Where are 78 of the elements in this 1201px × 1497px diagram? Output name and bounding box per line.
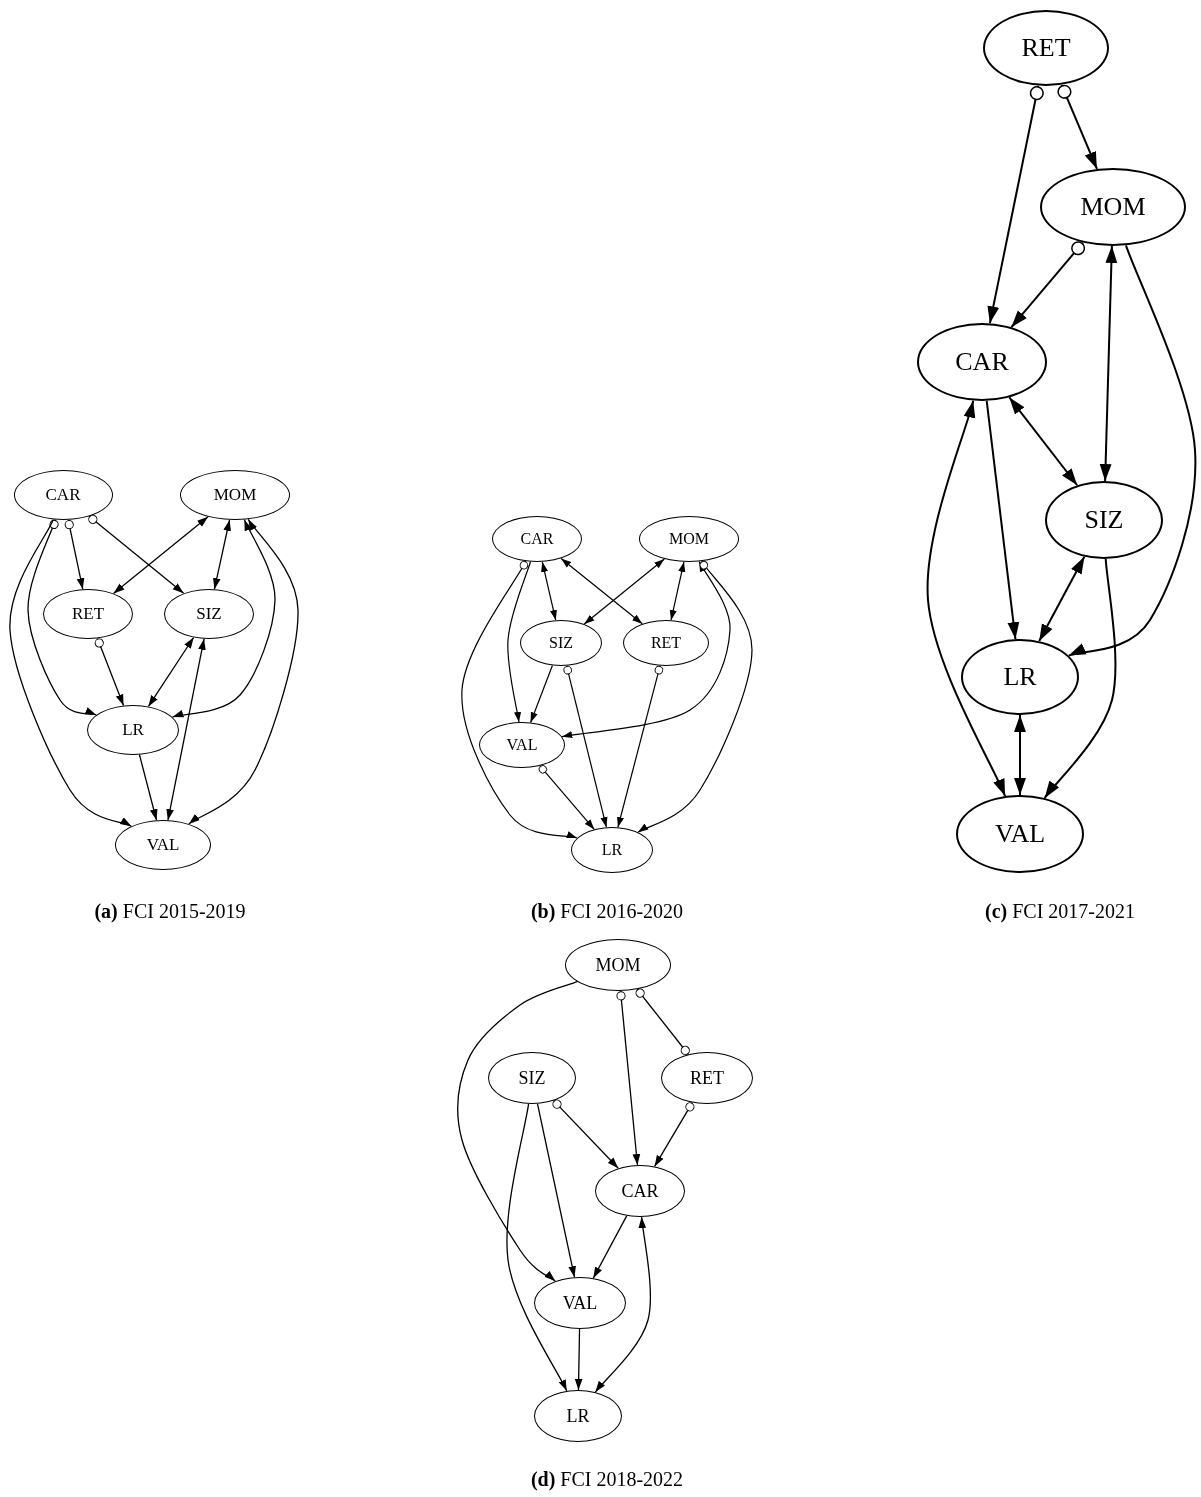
node-label: CAR (621, 1180, 659, 1202)
node-ellipse (1045, 481, 1163, 559)
arrow (592, 1215, 628, 1279)
node-label: MOM (1080, 192, 1146, 222)
arrow (88, 514, 185, 594)
arrow (507, 561, 532, 723)
arrow (617, 665, 664, 828)
node-label: RET (650, 634, 682, 652)
arrow (456, 981, 578, 1282)
node-label: LR (122, 720, 144, 740)
arrow (138, 754, 158, 821)
arrow (166, 638, 206, 821)
arrow (64, 519, 85, 590)
arrow (926, 399, 1007, 798)
arrow (1067, 244, 1197, 657)
subfigure-caption: (b) FCI 2016-2020 (530, 900, 684, 923)
node-ellipse (983, 10, 1109, 86)
node-label: LR (1003, 662, 1037, 692)
arrow (594, 1216, 652, 1393)
node-label: SIZ (1084, 505, 1124, 535)
node-label: SIZ (518, 1067, 546, 1089)
node-label: MOM (669, 530, 709, 548)
node-label: CAR (955, 347, 1009, 377)
node-label: VAL (994, 819, 1046, 849)
arrow (1038, 555, 1086, 643)
arrow (637, 560, 753, 833)
node-label: MOM (213, 485, 257, 505)
arrow (213, 519, 231, 590)
node-ellipse (1040, 168, 1186, 246)
node-label: CAR (520, 530, 554, 548)
subfigure-caption: (d) FCI 2018-2022 (530, 1468, 684, 1491)
arrow (653, 1102, 695, 1168)
arrow (188, 518, 299, 825)
arrow (563, 665, 608, 828)
arrow (669, 561, 686, 621)
node-label: VAL (562, 1292, 598, 1314)
subfigure-caption: (c) FCI 2017-2021 (985, 900, 1135, 923)
arrow (9, 518, 132, 827)
node-ellipse (917, 323, 1047, 401)
node-label: SIZ (549, 634, 573, 652)
arrow (987, 84, 1044, 325)
node-label: LR (601, 841, 623, 859)
node-ellipse (961, 639, 1079, 715)
arrow (1057, 83, 1098, 170)
arrow (985, 399, 1020, 641)
node-label: RET (690, 1067, 724, 1089)
arrow (147, 636, 195, 708)
node-label: LR (566, 1405, 590, 1427)
arrow (552, 1099, 619, 1169)
arrow (1008, 396, 1079, 487)
subfigure-caption: (a) FCI 2015-2019 (94, 900, 246, 923)
arrow (1010, 241, 1086, 329)
arrow (506, 1103, 568, 1392)
node-label: VAL (146, 835, 180, 855)
arrow (94, 637, 125, 707)
arrow (1043, 558, 1117, 799)
arrow (541, 561, 557, 621)
arrow (27, 519, 97, 716)
arrow (538, 765, 595, 830)
arrow (583, 558, 665, 625)
arrow (112, 516, 209, 595)
arrow (561, 560, 731, 739)
node-label: RET (1021, 33, 1071, 63)
arrow (461, 560, 578, 840)
arrow (560, 557, 643, 625)
node-label: CAR (45, 485, 81, 505)
node-ellipse (956, 795, 1084, 873)
node-label: MOM (595, 954, 641, 976)
arrow (574, 1328, 583, 1391)
arrow (536, 1103, 576, 1278)
node-label: VAL (506, 736, 538, 754)
node-label: RET (71, 604, 105, 624)
arrow (171, 519, 276, 719)
node-label: SIZ (196, 604, 222, 624)
arrow (616, 990, 641, 1166)
arrow (1099, 245, 1118, 482)
arrow (1014, 714, 1026, 796)
arrow (530, 664, 553, 724)
